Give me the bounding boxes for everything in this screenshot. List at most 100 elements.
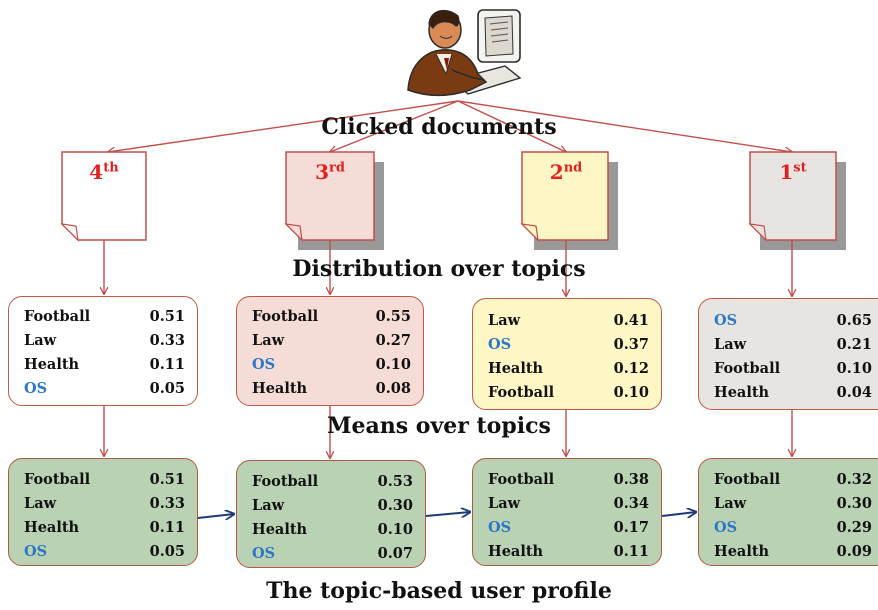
person-at-computer-icon — [407, 9, 522, 97]
topic-value: 0.55 — [375, 308, 411, 325]
topic-name: OS — [24, 380, 48, 397]
topic-value: 0.12 — [613, 360, 649, 377]
document-ordinal-suffix: th — [103, 160, 119, 176]
doc-to-distribution-arrows — [104, 240, 792, 296]
topic-value: 0.10 — [613, 384, 649, 401]
means-heading: Means over topics — [327, 413, 551, 439]
topic-row: Football 0.10 — [488, 381, 649, 405]
topic-value: 0.09 — [836, 543, 872, 560]
document-ordinal: 3 — [315, 160, 329, 184]
fan-out-arrows — [108, 100, 792, 152]
topic-name: Health — [714, 384, 770, 401]
topic-value: 0.29 — [836, 519, 872, 536]
topic-value: 0.11 — [149, 519, 185, 536]
topic-name: Law — [488, 495, 521, 512]
topic-row: Law 0.30 — [714, 492, 872, 516]
topic-name: Football — [252, 473, 319, 490]
topic-row: Football 0.51 — [24, 305, 185, 329]
clicked-documents-heading: Clicked documents — [321, 114, 557, 140]
document-label-4th: 4th — [59, 160, 149, 184]
document-ordinal: 4 — [89, 160, 104, 184]
topic-row: Law 0.41 — [488, 309, 649, 333]
topic-name: Football — [488, 384, 555, 401]
document-label-3rd: 3rd — [285, 160, 375, 184]
topic-value: 0.33 — [149, 495, 185, 512]
topic-value: 0.51 — [149, 308, 185, 325]
topic-name: OS — [252, 356, 276, 373]
topic-row: OS 0.29 — [714, 516, 872, 540]
topic-name: Football — [714, 360, 781, 377]
topic-name: Law — [252, 332, 285, 349]
topic-row: OS 0.10 — [252, 353, 411, 377]
topic-value: 0.10 — [375, 356, 411, 373]
topic-name: Health — [24, 356, 80, 373]
topic-name: Football — [24, 308, 91, 325]
document-3rd-shape — [284, 151, 384, 250]
topic-name: Health — [252, 521, 308, 538]
distribution-to-profile-arrows — [104, 406, 792, 458]
topic-name: OS — [488, 519, 512, 536]
document-ordinal-suffix: st — [793, 160, 807, 176]
document-1st-shape — [748, 151, 846, 250]
arrow-user-to-doc-4th — [108, 100, 459, 152]
topic-name: Law — [24, 332, 57, 349]
arrow-user-to-doc-2nd — [457, 100, 566, 152]
topic-name: OS — [714, 519, 738, 536]
topic-name: Law — [488, 312, 521, 329]
document-ordinal-suffix: rd — [328, 160, 345, 176]
topic-value: 0.21 — [836, 336, 872, 353]
topic-name: Health — [488, 543, 544, 560]
topic-name: OS — [252, 545, 276, 562]
topic-name: Football — [24, 471, 91, 488]
arrow-user-to-doc-1st — [457, 100, 792, 152]
topic-value: 0.30 — [836, 495, 872, 512]
topic-value: 0.33 — [149, 332, 185, 349]
topic-name: Football — [488, 471, 555, 488]
topic-name: OS — [24, 543, 48, 560]
topic-value: 0.10 — [377, 521, 413, 538]
topic-name: Health — [252, 380, 308, 397]
topic-value: 0.27 — [375, 332, 411, 349]
profile-chain-arrows — [197, 512, 696, 518]
topic-row: Law 0.33 — [24, 329, 185, 353]
topic-name: OS — [714, 312, 738, 329]
topic-value: 0.51 — [149, 471, 185, 488]
topic-value: 0.17 — [613, 519, 649, 536]
document-label-1st: 1st — [748, 160, 838, 184]
topic-name: OS — [488, 336, 512, 353]
arrow-user-to-doc-3rd — [330, 100, 459, 152]
topic-name: Law — [714, 495, 747, 512]
document-label-2nd: 2nd — [521, 160, 611, 184]
profile-heading: The topic-based user profile — [266, 578, 612, 604]
topic-value: 0.41 — [613, 312, 649, 329]
topic-row: Football 0.51 — [24, 468, 185, 492]
topic-value: 0.53 — [377, 473, 413, 490]
topic-row: Law 0.27 — [252, 329, 411, 353]
document-ordinal: 1 — [779, 160, 794, 184]
topic-value: 0.04 — [836, 384, 872, 401]
document-4th-shape — [60, 151, 147, 242]
topic-row: Health 0.04 — [714, 381, 872, 405]
topic-value: 0.32 — [836, 471, 872, 488]
